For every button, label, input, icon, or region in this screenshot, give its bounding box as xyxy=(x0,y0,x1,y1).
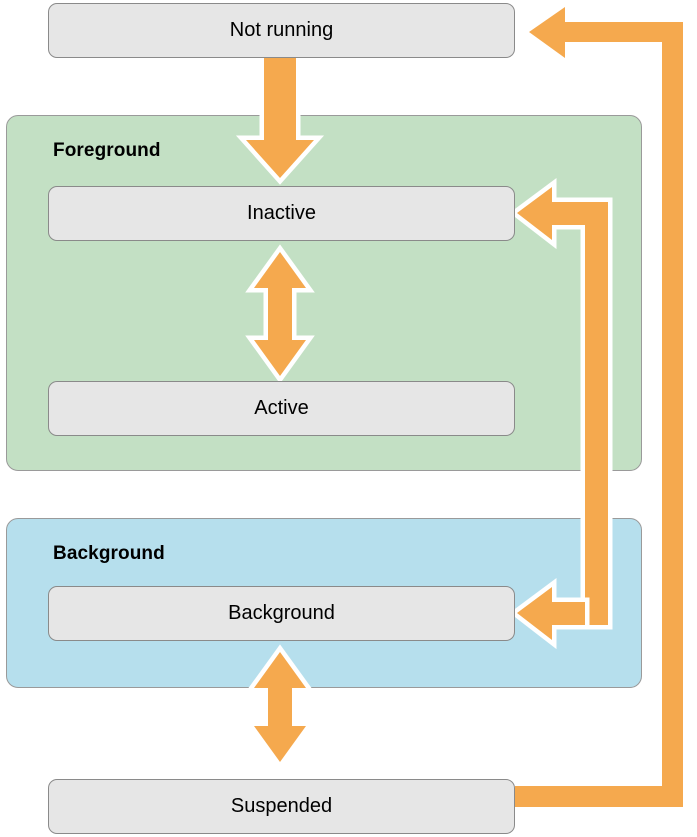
state-inactive-label: Inactive xyxy=(247,202,316,224)
state-background[interactable]: Background xyxy=(48,586,515,641)
group-foreground-label: Foreground xyxy=(53,140,161,161)
state-not-running-label: Not running xyxy=(229,19,334,41)
group-background-label: Background xyxy=(53,543,165,564)
state-background-label: Background xyxy=(228,602,335,624)
state-active-label: Active xyxy=(254,397,309,419)
state-suspended[interactable]: Suspended xyxy=(48,779,515,834)
state-active[interactable]: Active xyxy=(48,381,515,436)
state-inactive[interactable]: Inactive xyxy=(48,186,515,241)
state-suspended-label: Suspended xyxy=(230,795,333,817)
state-not-running[interactable]: Not running xyxy=(48,3,515,58)
